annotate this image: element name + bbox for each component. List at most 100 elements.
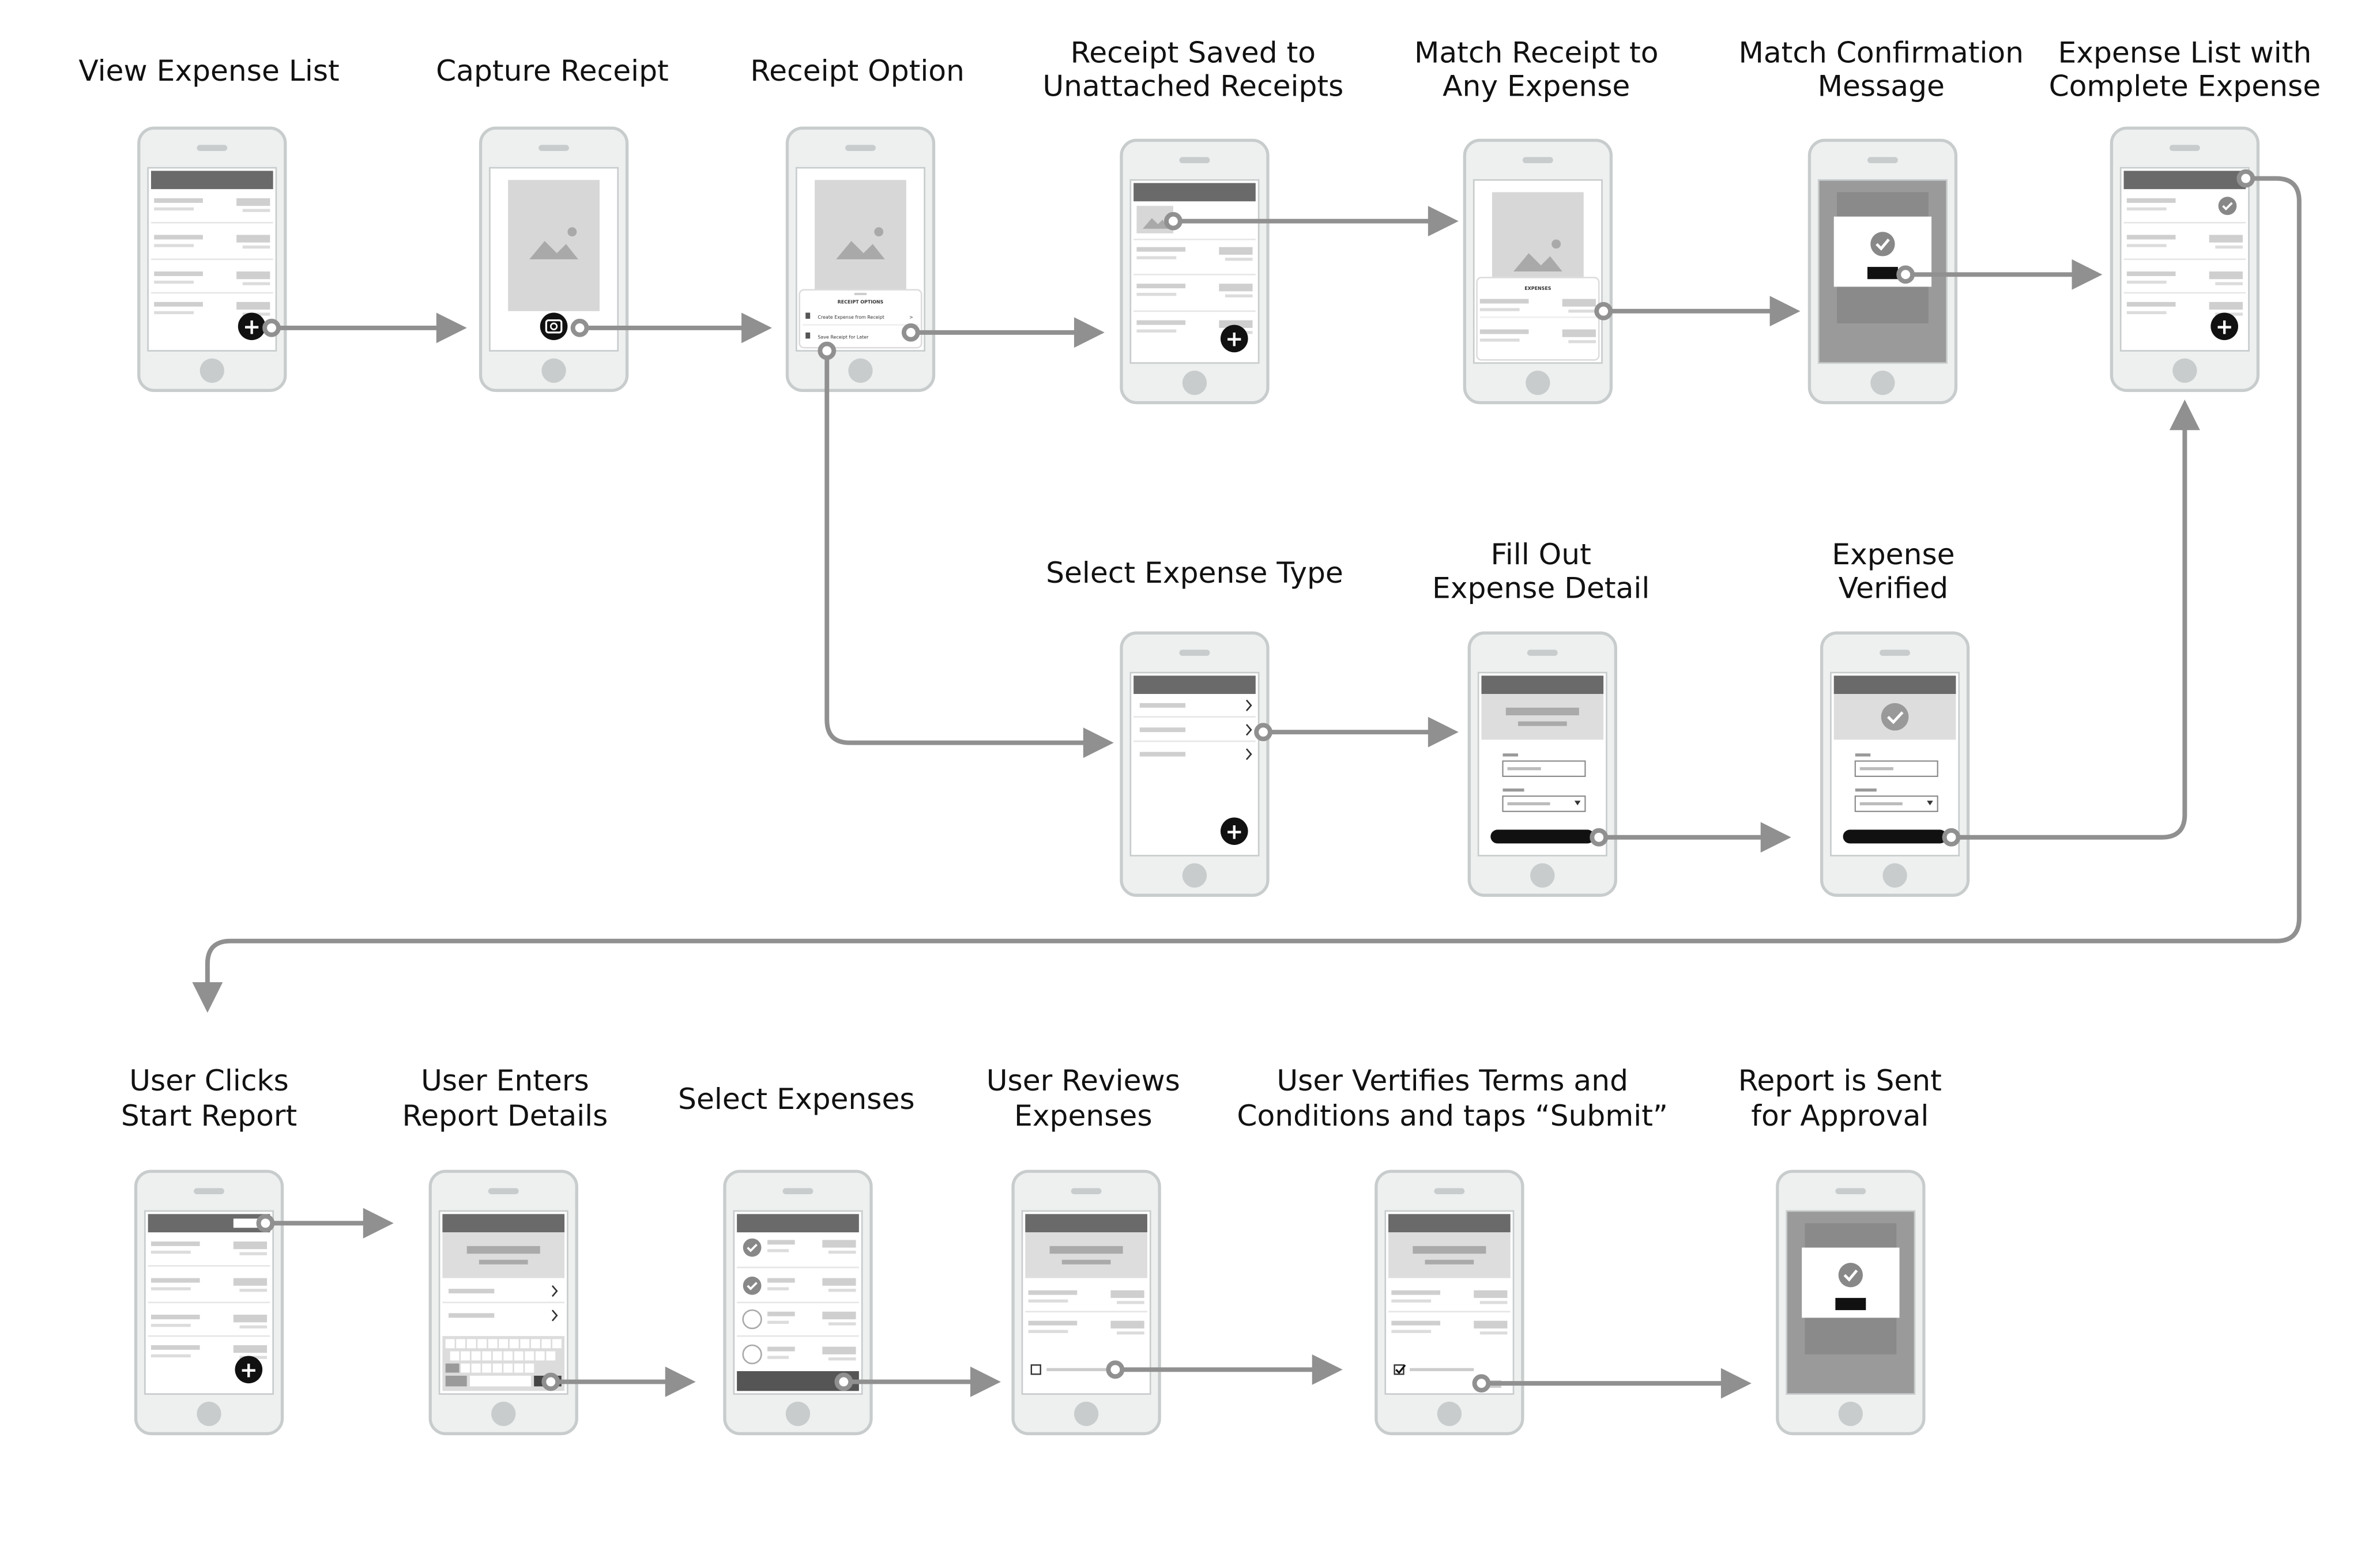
- phone-home-button: [199, 358, 224, 383]
- on-screen-keyboard[interactable]: [442, 1336, 565, 1391]
- checkmark-icon: [743, 1238, 762, 1257]
- add-expense-fab[interactable]: +: [2210, 312, 2238, 341]
- phone-speaker: [1071, 1188, 1102, 1194]
- save-expense-button[interactable]: [1490, 829, 1595, 844]
- svg-text:Save Receipt for Later: Save Receipt for Later: [818, 334, 869, 339]
- report-field-item[interactable]: [448, 1310, 558, 1322]
- phone-home-button: [1838, 1401, 1863, 1427]
- receipt-image-placeholder: [815, 180, 906, 299]
- expense-type-item[interactable]: [1139, 724, 1252, 736]
- sheet-heading: EXPENSES: [1524, 286, 1551, 291]
- terms-checkbox[interactable]: [1030, 1364, 1111, 1375]
- svg-text:Expense List with: Expense List with: [2058, 35, 2311, 69]
- detail-header-panel: [1481, 694, 1604, 740]
- report-header-panel: [1025, 1232, 1147, 1278]
- connector-s12-s13: [541, 1366, 696, 1397]
- checkmark-icon: [1881, 703, 1909, 731]
- title-s4: Receipt Saved to Unattached Receipts: [1042, 35, 1343, 103]
- title-s5: Match Receipt to Any Expense: [1414, 35, 1659, 103]
- checkmark-icon: [1395, 1364, 1406, 1374]
- connector-s11-s12: [256, 1207, 394, 1239]
- expense-dropdown[interactable]: [1854, 795, 1938, 812]
- svg-text:Expense: Expense: [1832, 537, 1955, 571]
- phone-home-button: [1182, 863, 1207, 888]
- phone-speaker: [1179, 650, 1210, 656]
- phone-home-button: [785, 1401, 811, 1427]
- expense-select-row[interactable]: [742, 1344, 856, 1365]
- phone-s6: [1807, 138, 1958, 405]
- title-s6: Match Confirmation Message: [1738, 35, 2024, 103]
- title-s15: User Vertifies Terms and Conditions and …: [1237, 1063, 1668, 1133]
- ok-button[interactable]: [1867, 267, 1898, 280]
- expense-dropdown[interactable]: [1502, 795, 1586, 812]
- create-expense-option[interactable]: Create Expense from Receipt >: [805, 312, 913, 320]
- receipt-options-sheet: RECEIPT OPTIONS Create Expense from Rece…: [799, 289, 922, 349]
- expense-row-complete[interactable]: [2126, 197, 2237, 216]
- chevron-right-icon: [1245, 748, 1252, 760]
- add-expense-fab[interactable]: +: [238, 312, 266, 341]
- phone-speaker: [538, 145, 570, 151]
- save-receipt-later-option[interactable]: Save Receipt for Later: [805, 332, 869, 340]
- expense-text-field[interactable]: [1502, 760, 1586, 777]
- expense-text-field[interactable]: [1854, 760, 1938, 777]
- camera-shutter-button[interactable]: [540, 312, 568, 341]
- title-s7: Expense List with Complete Expense: [2049, 35, 2321, 103]
- phone-home-button: [541, 358, 566, 383]
- phone-s16: [1776, 1169, 1926, 1436]
- confirmation-modal: [1833, 216, 1932, 287]
- chevron-right-icon: [1245, 724, 1252, 736]
- phone-s15: [1374, 1169, 1524, 1436]
- svg-text:Capture Receipt: Capture Receipt: [436, 54, 669, 88]
- phone-speaker: [1434, 1188, 1465, 1194]
- svg-text:for Approval: for Approval: [1751, 1099, 1929, 1133]
- connector-s7-s11: [192, 169, 2302, 1013]
- connector-s1-s2: [262, 312, 467, 344]
- report-header-panel: [442, 1232, 565, 1278]
- header-bar: [2123, 171, 2246, 190]
- chevron-down-icon: [1927, 801, 1933, 806]
- header-bar: [1133, 676, 1256, 695]
- svg-text:Start Report: Start Report: [121, 1099, 297, 1133]
- add-expense-fab[interactable]: +: [1220, 324, 1248, 353]
- sheet-heading: RECEIPT OPTIONS: [838, 300, 884, 305]
- phone-s12: [428, 1169, 578, 1436]
- add-expense-fab[interactable]: +: [235, 1356, 263, 1384]
- title-s9: Fill Out Expense Detail: [1432, 537, 1650, 605]
- expense-type-item[interactable]: [1139, 699, 1252, 711]
- phone-s1: +: [137, 126, 287, 393]
- svg-text:Select Expenses: Select Expenses: [678, 1082, 915, 1116]
- svg-text:Conditions and taps “Submit”: Conditions and taps “Submit”: [1237, 1099, 1668, 1133]
- image-mountain-icon: [1513, 253, 1562, 272]
- phone-home-button: [1882, 863, 1907, 888]
- phone-speaker: [194, 1188, 224, 1194]
- report-field-item[interactable]: [448, 1285, 558, 1297]
- phone-home-button: [1530, 863, 1555, 888]
- expense-select-row[interactable]: [743, 1276, 856, 1295]
- plus-icon: +: [240, 1358, 258, 1383]
- terms-checkbox-checked[interactable]: [1394, 1364, 1474, 1375]
- expense-select-row[interactable]: [743, 1238, 856, 1257]
- receipt-image-placeholder: [508, 180, 600, 311]
- confirmation-modal: [1802, 1247, 1900, 1318]
- phone-s4: +: [1120, 138, 1270, 405]
- phone-home-button: [1870, 371, 1895, 395]
- connectors: [192, 169, 2302, 1399]
- title-s2: Capture Receipt: [436, 54, 669, 88]
- connector-s3-s8: [818, 341, 1114, 758]
- save-expense-button[interactable]: [1843, 829, 1947, 844]
- expense-type-item[interactable]: [1139, 748, 1252, 760]
- expense-select-row[interactable]: [742, 1309, 856, 1330]
- connector-s8-s9: [1254, 716, 1459, 748]
- report-header-panel: [1388, 1232, 1511, 1278]
- phone-s11: +: [134, 1169, 284, 1436]
- phone-speaker: [1179, 157, 1210, 164]
- phone-speaker: [782, 1188, 814, 1194]
- connector-s14-s15: [1106, 1354, 1343, 1385]
- add-expense-fab[interactable]: +: [1220, 817, 1248, 845]
- checkmark-icon: [1838, 1263, 1863, 1288]
- ok-button[interactable]: [1835, 1297, 1866, 1311]
- start-report-button[interactable]: [233, 1218, 258, 1228]
- phone-speaker: [1522, 157, 1553, 164]
